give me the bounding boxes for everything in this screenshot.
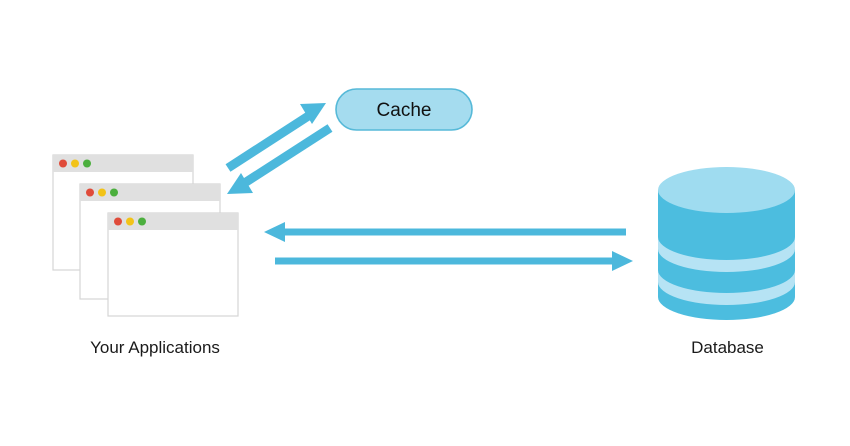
cache-node-label: Cache	[377, 100, 432, 121]
database-to-app-arrow	[264, 222, 626, 242]
maximize-dot	[138, 217, 146, 226]
cache-node[interactable]: Cache	[335, 88, 473, 131]
cache-to-app-arrow	[227, 124, 333, 194]
app-to-database-arrow	[275, 251, 633, 271]
close-dot	[86, 188, 94, 197]
database-label: Database	[691, 338, 764, 357]
minimize-dot	[126, 217, 134, 226]
app-to-cache-arrow	[225, 103, 326, 172]
close-dot	[114, 217, 122, 226]
maximize-dot	[110, 188, 118, 197]
minimize-dot	[71, 159, 79, 168]
minimize-dot	[98, 188, 106, 197]
close-dot	[59, 159, 67, 168]
maximize-dot	[83, 159, 91, 168]
database-cylinder-icon	[658, 167, 795, 320]
applications-label: Your Applications	[90, 338, 220, 357]
application-window-front	[107, 212, 239, 317]
